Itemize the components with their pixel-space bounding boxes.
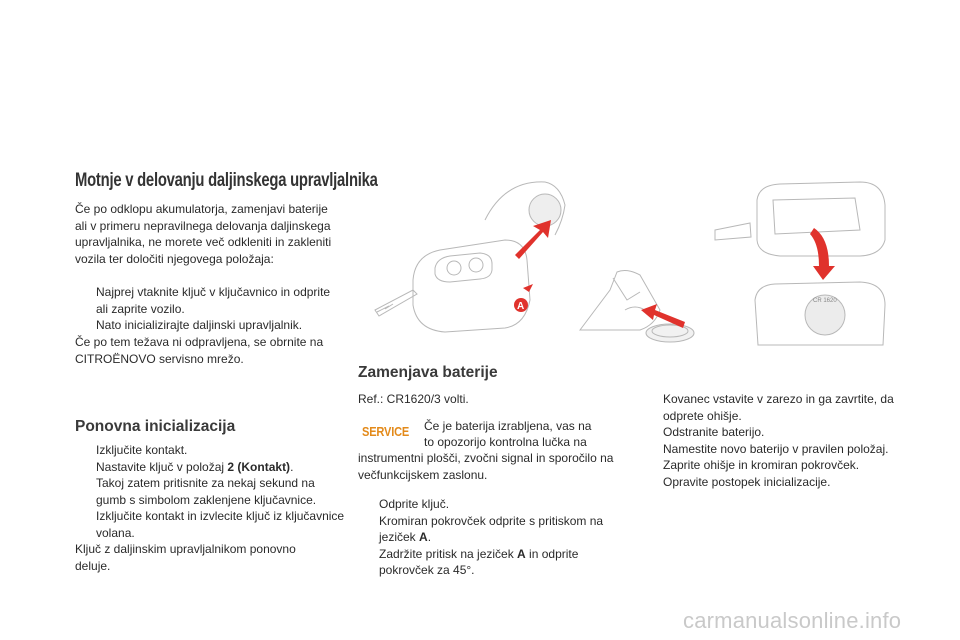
right-step-list: Kovanec vstavite v zarezo in ga zavrtite…	[642, 391, 907, 491]
tab-a-label: A	[517, 301, 524, 312]
battery-label: CR 1620	[813, 298, 837, 304]
section-title-battery-replacement: Zamenjava baterije	[358, 364, 498, 381]
battery-right	[804, 294, 846, 336]
housing-right	[754, 281, 886, 346]
key-blade-right	[714, 222, 752, 241]
list-item: Izključite kontakt.	[96, 443, 188, 457]
watermark: carmanualsonline.info	[683, 608, 902, 633]
list-item: Izključite kontakt in izvlecite ključ iz…	[96, 509, 345, 540]
key-fob-left	[412, 239, 531, 333]
arrow-left-icon	[641, 304, 685, 328]
coin-battery-left	[528, 193, 562, 227]
arrow-up-icon	[515, 220, 551, 259]
list-item: Takoj zatem pritisnite za nekaj sekund n…	[96, 476, 317, 507]
section-title-remote-malfunction: Motnje v delovanju daljinskega upravljal…	[75, 170, 378, 191]
section-title-reinitialization: Ponovna inicializacija	[75, 418, 236, 435]
list-item: Namestite novo baterijo v pravilen polož…	[663, 441, 889, 456]
key-blade-left	[374, 289, 418, 317]
left-bullet-list-1: Najprej vtaknite ključ v ključavnico in …	[75, 284, 340, 334]
intro-paragraph: Če po odklopu akumulatorja, zamenjavi ba…	[75, 202, 332, 266]
key-open-middle	[578, 270, 661, 331]
remote-works-note: Ključ z daljinskim upravljalnikom ponovn…	[75, 542, 296, 573]
coin-middle	[645, 323, 695, 343]
list-item: Zadržite pritisk na jeziček A in odprite…	[379, 546, 579, 578]
list-item: Zaprite ohišje in kromiran pokrovček.	[663, 458, 860, 473]
list-item: Nato inicializirajte daljinski upravljal…	[96, 318, 303, 333]
list-item: Kromiran pokrovček odprite s pritiskom n…	[379, 513, 604, 545]
tab-a-marker	[514, 298, 528, 312]
service-warning-icon: SERVICE	[362, 424, 409, 444]
middle-step-list: Odprite ključ. Kromiran pokrovček odprit…	[358, 496, 620, 579]
list-item: Odstranite baterijo.	[663, 425, 765, 440]
battery-replacement-illustration: CR 1620 A	[374, 181, 886, 346]
service-text-line-3: instrumentni plošči, zvočni signal in sp…	[358, 451, 614, 482]
chrome-cover-left	[484, 181, 566, 236]
list-item: Nastavite ključ v položaj 2 (Kontakt).	[96, 459, 294, 474]
list-item: Najprej vtaknite ključ v ključavnico in …	[96, 285, 331, 316]
list-item: Odprite ključ.	[379, 497, 450, 511]
left-bullet-list-2: Izključite kontakt. Nastavite ključ v po…	[75, 442, 345, 542]
key-body-right	[756, 181, 886, 257]
battery-reference: Ref.: CR1620/3 volti.	[358, 392, 469, 406]
service-text-line-2: to opozorijo kontrolna lučka na	[424, 435, 587, 449]
list-item: Kovanec vstavite v zarezo in ga zavrtite…	[663, 392, 894, 423]
arrow-down-icon	[810, 228, 835, 280]
list-item: Opravite postopek inicializacije.	[663, 474, 831, 489]
service-network-note: Če po tem težava ni odpravljena, se obrn…	[75, 335, 324, 366]
service-text-line-1: Če je baterija izrabljena, vas na	[424, 419, 592, 433]
